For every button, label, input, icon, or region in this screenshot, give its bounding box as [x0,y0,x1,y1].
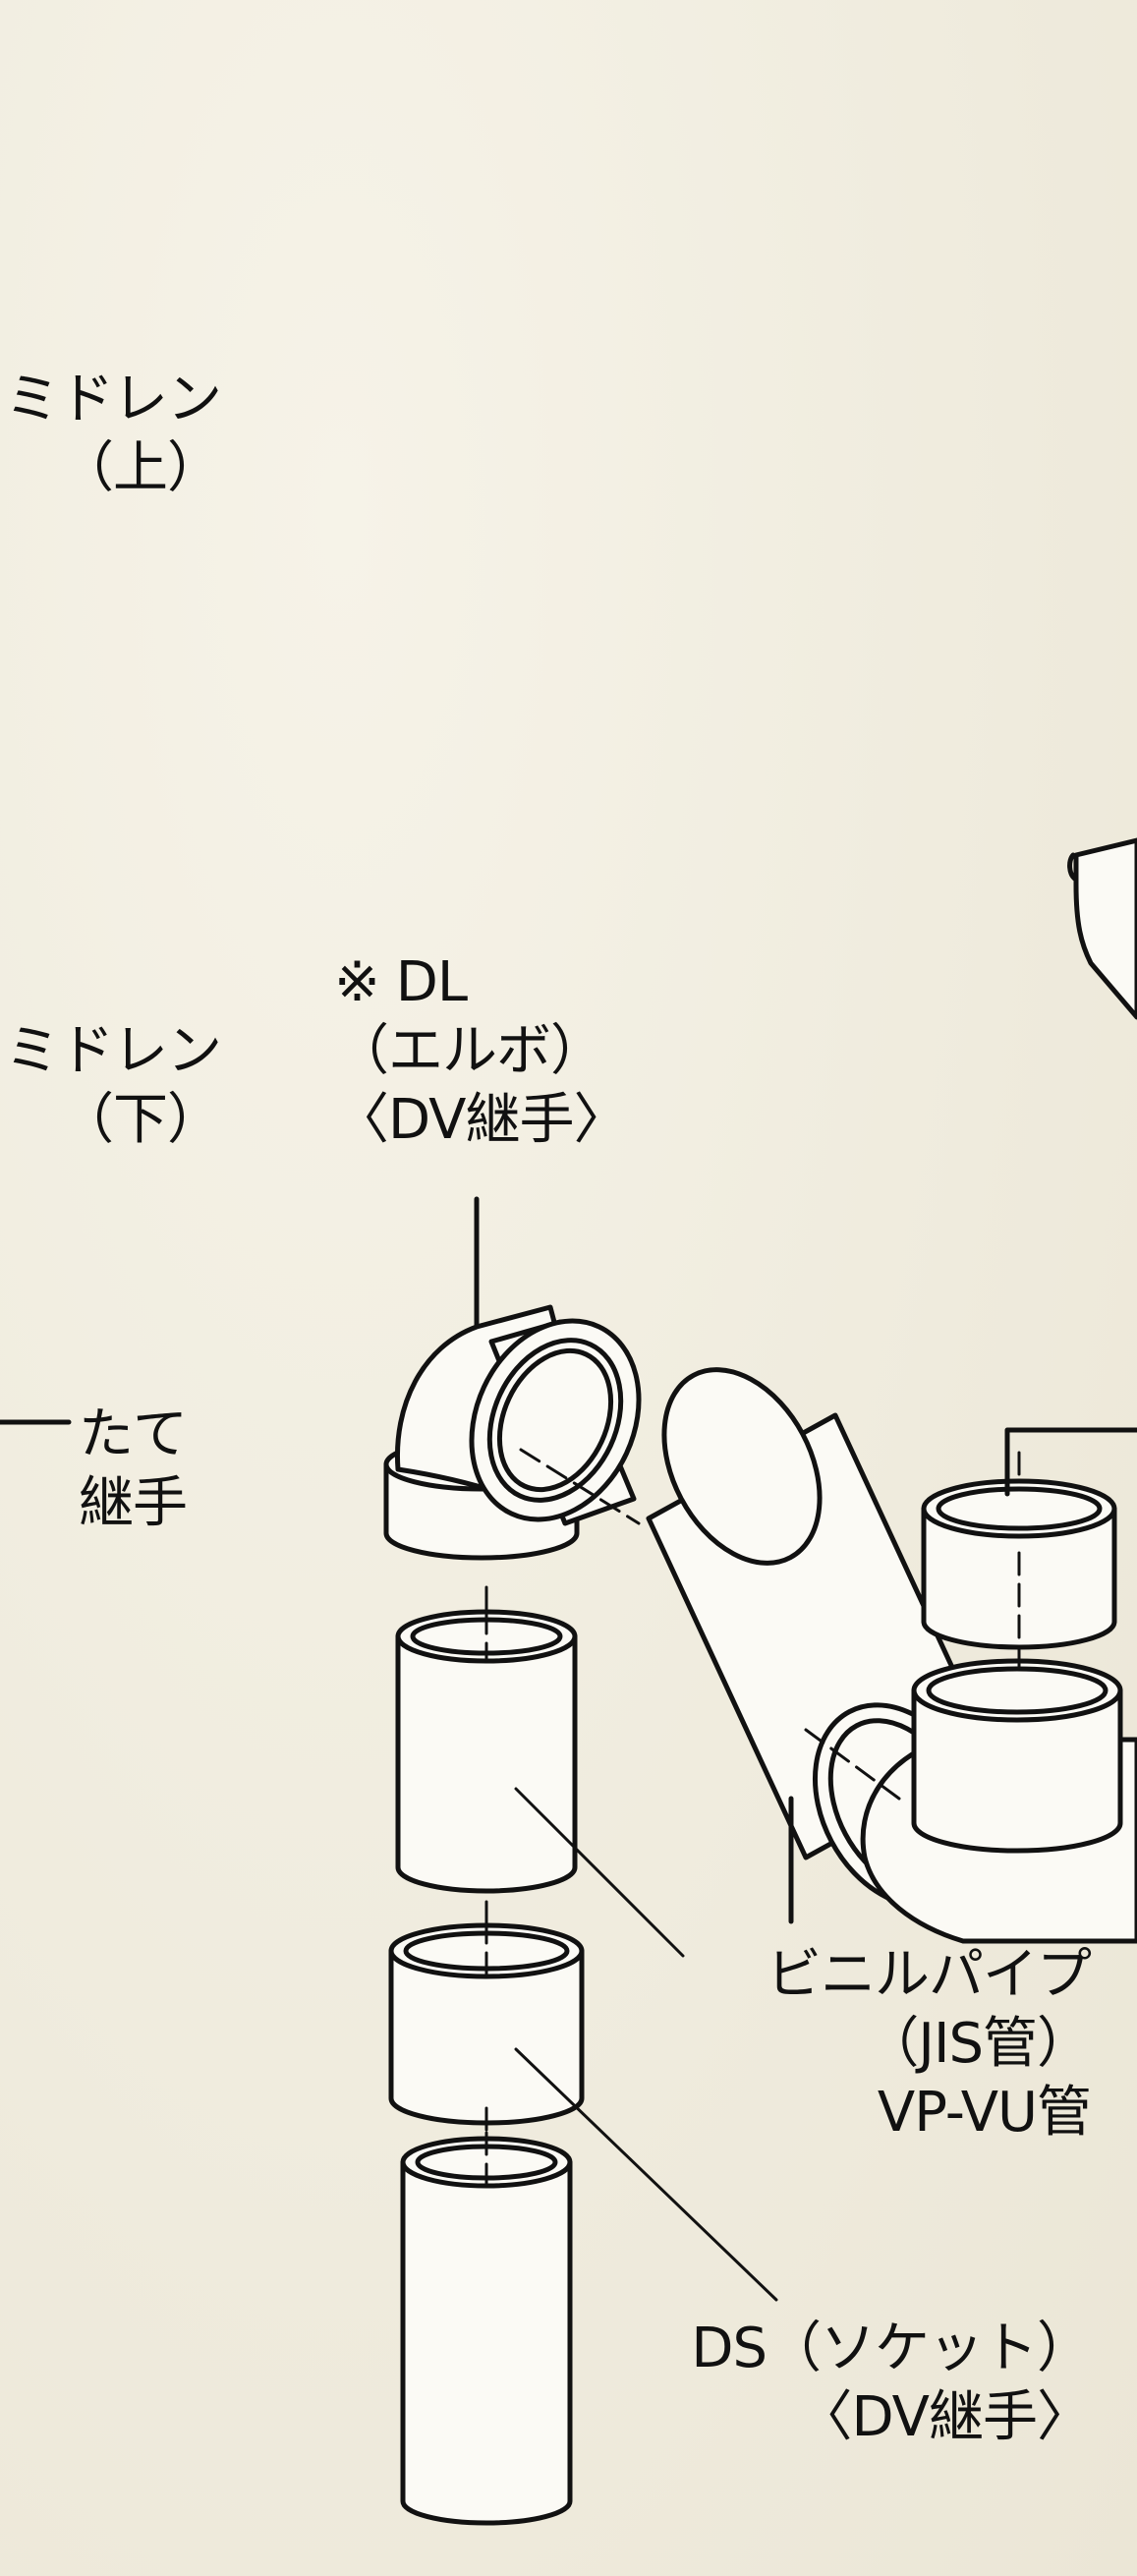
dl-elbow-label: ※ DL （エルボ） 〈DV継手〉 [334,948,628,1155]
ds-socket-label: DS（ソケット） 〈DV継手〉 [688,2315,1092,2452]
ds-socket [388,1922,585,2126]
vinyl-pipe-line1: ビニルパイプ [767,1943,1092,2007]
dl-elbow-line1: ※ DL [334,950,468,1014]
leader-right-socket [1004,1427,1137,1497]
drain-lower-line2: （下） [59,1088,222,1152]
drain-upper-line2: （上） [59,436,222,500]
drain-upper-label: ミドレン （上） [0,366,222,503]
bottom-pipe-segment [400,2136,573,2526]
ds-socket-line1: DS（ソケット） [691,2317,1092,2380]
drain-lower-line1: ミドレン [5,1019,222,1083]
right-elbow [860,1658,1137,1944]
leader-ds-socket [514,2047,778,2302]
vinyl-pipe-line2: （JIS管） [864,2012,1092,2076]
vertical-joint-label: たて 継手 [79,1401,188,1538]
dl-elbow-line3: 〈DV継手〉 [334,1088,628,1152]
middle-vertical-pipe [395,1609,578,1894]
drain-lower-label: ミドレン （下） [0,1017,222,1155]
vinyl-pipe-line3: VP-VU管 [877,2081,1092,2145]
leader-middle-pipe [514,1787,685,1958]
ds-socket-line2: 〈DV継手〉 [797,2385,1092,2449]
drain-upper-line1: ミドレン [5,368,222,431]
dl-elbow-line2: （エルボ） [334,1019,605,1083]
bracket-fragment [1067,837,1137,1020]
dl-elbow [383,1304,642,1561]
vertical-joint-line1: たて [79,1402,188,1466]
vinyl-pipe-label: ビニルパイプ （JIS管） VP-VU管 [688,1941,1092,2147]
vertical-joint-line2: 継手 [79,1471,188,1535]
right-socket [921,1478,1117,1650]
connection-axes [519,1443,1021,1801]
